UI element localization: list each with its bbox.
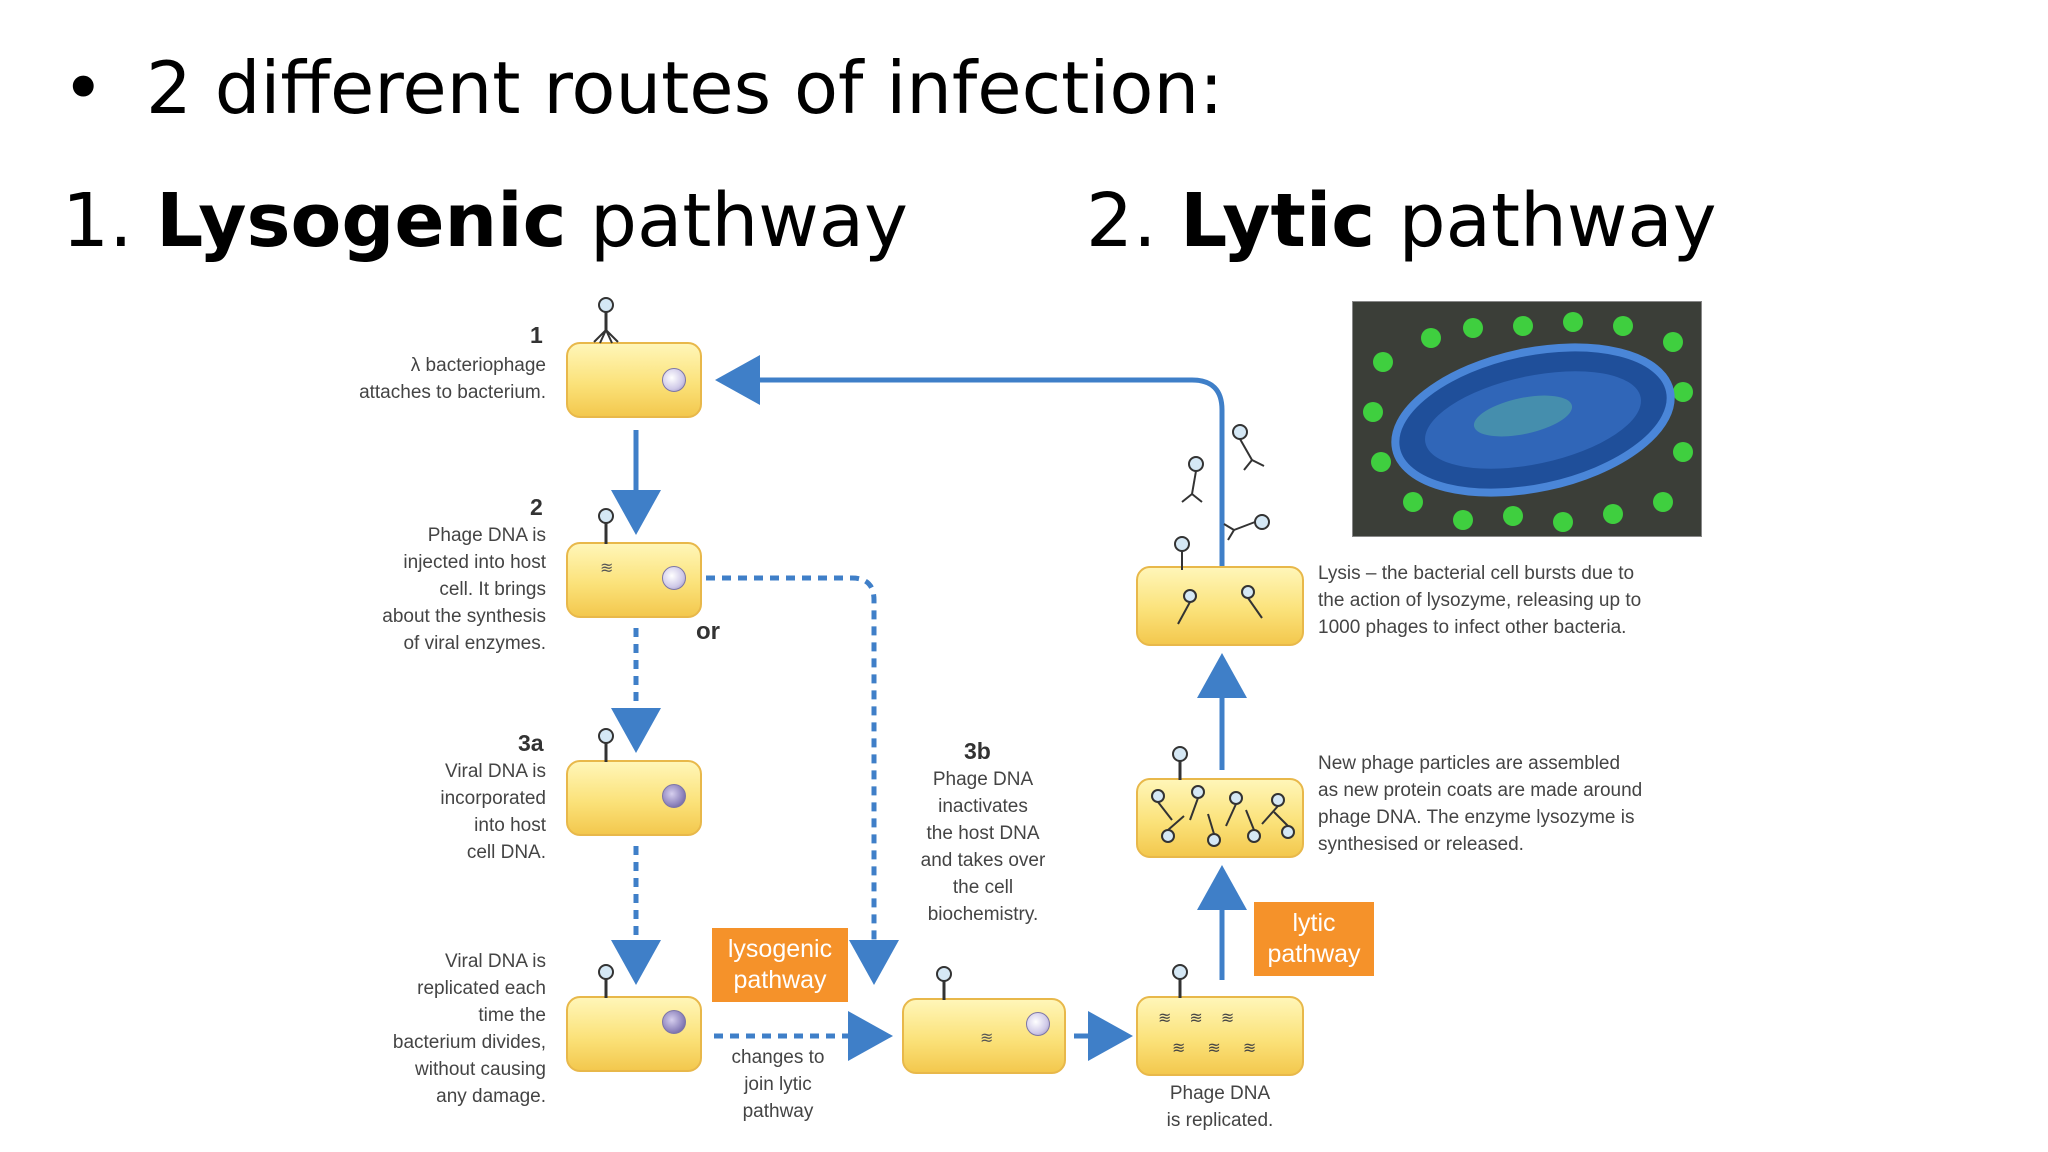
- released-phages: [1174, 424, 1270, 570]
- heading-bold-term: Lysogenic: [156, 178, 567, 264]
- label-line: of viral enzymes.: [403, 633, 546, 654]
- replicated-label: Phage DNA is replicated.: [1130, 1080, 1310, 1134]
- step-1-label: λ bacteriophage attaches to bacterium.: [300, 352, 546, 406]
- phage-micrograph: [1352, 301, 1702, 537]
- step-3b-label: Phage DNA inactivates the host DNA and t…: [888, 766, 1078, 928]
- lytic-pathway-tag: lytic pathway: [1254, 902, 1374, 976]
- step-2-label: Phage DNA is injected into host cell. It…: [300, 522, 546, 657]
- phage-dna-icon: ≋: [600, 560, 614, 577]
- nucleus-icon: [662, 566, 686, 590]
- label-line: join lytic: [744, 1074, 812, 1095]
- step-3a-label: Viral DNA is incorporated into host cell…: [300, 758, 546, 866]
- bacterium-cell-assembly: [1136, 778, 1304, 858]
- label-line: the action of lysozyme, releasing up to: [1318, 590, 1642, 611]
- label-line: into host: [474, 815, 546, 836]
- arrow-2-to-3b: [706, 575, 899, 985]
- bacterium-cell-4: [566, 996, 702, 1072]
- bullet-icon: •: [62, 46, 105, 130]
- assembled-phages: [1151, 785, 1295, 847]
- label-line: cell. It brings: [439, 579, 546, 600]
- label-line: changes to: [731, 1047, 825, 1068]
- changes-label: changes to join lytic pathway: [698, 1044, 858, 1125]
- bacteriophage-icon: [1172, 964, 1188, 998]
- label-line: Viral DNA is: [444, 761, 546, 782]
- bacterium-cell-lysis: [1136, 566, 1304, 646]
- assembly-label: New phage particles are assembled as new…: [1318, 750, 1698, 858]
- label-line: pathway: [742, 1101, 814, 1122]
- phage-dna-icon: ≋≋≋: [1172, 1040, 1279, 1057]
- bacterium-cell-replicated: ≋≋≋ ≋≋≋: [1136, 996, 1304, 1076]
- label-line: cell DNA.: [466, 842, 546, 863]
- label-line: without causing: [415, 1059, 546, 1080]
- label-line: time the: [478, 1005, 546, 1026]
- micrograph-image: [1353, 302, 1701, 536]
- bacterium-cell-2: ≋: [566, 542, 702, 618]
- bacteriophage-icon: [598, 508, 614, 544]
- phage-dna-icon: ≋: [980, 1030, 994, 1047]
- label-line: and takes over: [920, 850, 1046, 871]
- label-line: Phage DNA is: [427, 525, 546, 546]
- label-line: synthesised or released.: [1318, 834, 1524, 855]
- lytic-heading: 2. Lytic pathway: [1086, 178, 1717, 264]
- label-line: bacterium divides,: [392, 1032, 546, 1053]
- bacteriophage-icon: [936, 966, 952, 1000]
- label-line: attaches to bacterium.: [359, 382, 546, 403]
- bullet-point: • 2 different routes of infection:: [62, 46, 1223, 130]
- label-line: about the synthesis: [382, 606, 546, 627]
- bullet-text: 2 different routes of infection:: [146, 46, 1224, 130]
- label-line: incorporated: [440, 788, 546, 809]
- bursting-phages: [1177, 585, 1263, 625]
- step-2-number: 2: [530, 494, 543, 520]
- nucleus-icon: [662, 1010, 686, 1034]
- heading-rest: pathway: [590, 178, 908, 264]
- nucleus-icon: [1026, 1012, 1050, 1036]
- label-line: the cell: [952, 877, 1014, 898]
- heading-rest: pathway: [1398, 178, 1717, 264]
- tag-line: lysogenic: [727, 935, 833, 963]
- lysis-label: Lysis – the bacterial cell bursts due to…: [1318, 560, 1698, 641]
- label-line: is replicated.: [1166, 1110, 1274, 1131]
- lysogenic-pathway-tag: lysogenic pathway: [712, 928, 848, 1002]
- nucleus-icon: [662, 368, 686, 392]
- or-label: or: [696, 618, 720, 645]
- bacteriophage-icon: [593, 297, 619, 344]
- label-line: 1000 phages to infect other bacteria.: [1318, 617, 1627, 638]
- step-3a-number: 3a: [518, 730, 544, 756]
- label-line: Phage DNA: [1169, 1083, 1271, 1104]
- bacterium-cell-3b: ≋: [902, 998, 1066, 1074]
- label-line: as new protein coats are made around: [1318, 780, 1643, 801]
- tag-line: pathway: [1267, 940, 1361, 968]
- bacteriophage-icon: [598, 964, 614, 998]
- label-line: Phage DNA: [932, 769, 1034, 790]
- heading-bold-term: Lytic: [1180, 178, 1376, 264]
- tag-line: lytic: [1292, 909, 1336, 937]
- arrow-lysis-to-start: [715, 355, 1225, 568]
- label-line: phage DNA. The enzyme lysozyme is: [1318, 807, 1635, 828]
- heading-number: 1.: [62, 178, 133, 264]
- label-line: λ bacteriophage: [410, 355, 546, 376]
- bacteriophage-icon: [1172, 746, 1188, 780]
- step-4-label: Viral DNA is replicated each time the ba…: [300, 948, 546, 1110]
- bacteriophage-icon: [598, 728, 614, 762]
- step-1-number: 1: [530, 322, 543, 348]
- label-line: the host DNA: [926, 823, 1040, 844]
- phage-dna-icon: ≋≋≋: [1158, 1010, 1253, 1027]
- lysogenic-heading: 1. Lysogenic pathway: [62, 178, 908, 264]
- label-line: replicated each: [417, 978, 546, 999]
- label-line: injected into host: [403, 552, 546, 573]
- label-line: New phage particles are assembled: [1318, 753, 1621, 774]
- label-line: Lysis – the bacterial cell bursts due to: [1318, 563, 1635, 584]
- label-line: any damage.: [436, 1086, 546, 1107]
- heading-number: 2.: [1086, 178, 1157, 264]
- label-line: biochemistry.: [927, 904, 1039, 925]
- tag-line: pathway: [733, 966, 827, 994]
- nucleus-icon: [662, 784, 686, 808]
- bacterium-cell-3a: [566, 760, 702, 836]
- step-3b-number: 3b: [964, 738, 991, 764]
- label-line: Viral DNA is: [444, 951, 546, 972]
- bacterium-cell-1: [566, 342, 702, 418]
- label-line: inactivates: [938, 796, 1028, 817]
